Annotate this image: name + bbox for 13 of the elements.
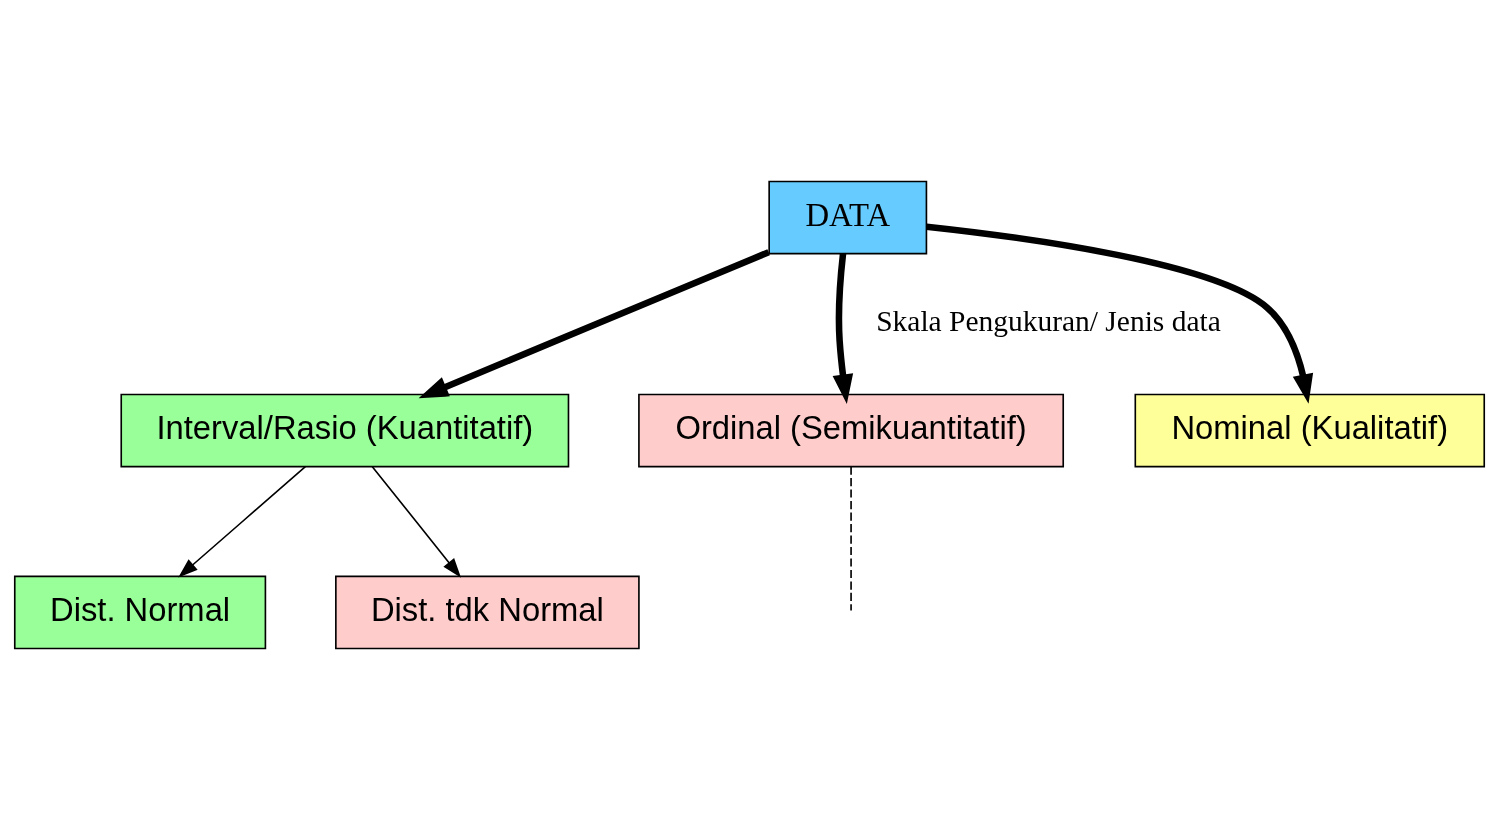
arrow [178, 465, 307, 577]
arrow [371, 465, 462, 578]
node-box: Dist. Normal [13, 575, 267, 649]
node-box: DATA [768, 180, 928, 254]
node-box: Dist. tdk Normal [335, 575, 640, 649]
arrow [832, 252, 854, 404]
node-box: Ordinal (Semikuantitatif) [638, 393, 1065, 467]
arrow [418, 248, 770, 398]
connector [850, 465, 852, 611]
edge-label: Skala Pengukuran/ Jenis data [876, 304, 1221, 337]
arrow [926, 222, 1314, 404]
node-box: Nominal (Kualitatif) [1134, 393, 1486, 467]
node-box: Interval/Rasio (Kuantitatif) [120, 393, 570, 467]
